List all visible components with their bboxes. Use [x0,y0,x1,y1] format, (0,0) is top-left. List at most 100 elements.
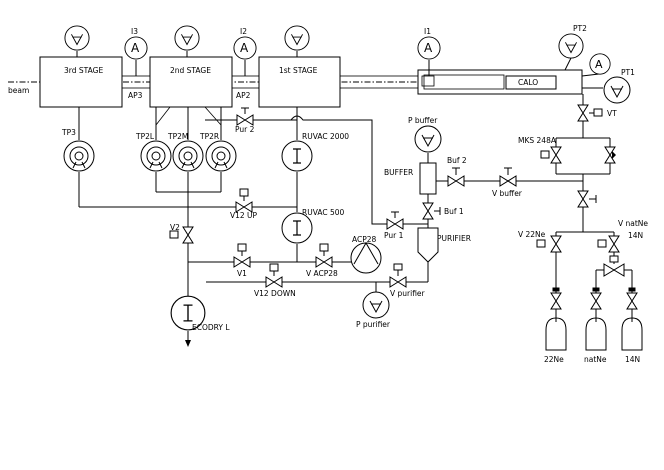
buf1-label: Buf 1 [444,207,464,216]
turbo-tp2l-icon [140,140,172,172]
pur2-label: Pur 2 [235,125,255,134]
buffer-label: BUFFER [384,168,413,177]
v22ne-actuator [536,239,546,248]
v-acp28-label: V ACP28 [306,269,338,278]
tp2-spread-left [155,106,171,126]
ruvac2000-label: RUVAC 2000 [302,132,349,141]
roots-ruvac500-icon [281,212,313,244]
purifier-label: PURIFIER [437,234,471,243]
pur1-label: Pur 1 [384,231,404,240]
ecodry-exhaust-arrow [185,340,191,347]
v22ne-label: V 22Ne [518,230,546,239]
gauge-p-buffer-icon [414,125,442,153]
v1-label: V1 [237,269,247,278]
turbo-tp3-icon [63,140,95,172]
pt1-label: PT1 [621,68,635,77]
cylinder-14n-icon [621,317,643,351]
stage-2-label: 2nd STAGE [170,66,211,75]
v2-label: V2 [170,223,180,232]
valve-v-acp28-icon[interactable] [315,256,333,268]
acp28-label: ACP28 [352,235,377,244]
ecodry-label: ECODRY L [192,323,230,332]
valve-manifold-icon[interactable] [577,190,589,208]
gauge-p-purifier-icon [362,291,390,319]
cyl-22ne-valve-cap [552,287,560,292]
acp28-pump-icon [350,242,382,274]
p-buffer-label: P buffer [408,116,438,125]
valve-pur2-icon[interactable] [236,114,254,126]
vt-label: VT [607,109,617,118]
valve-vt-icon[interactable] [577,104,589,122]
valve-buf1-icon[interactable] [422,202,434,220]
stage-1-label: 1st STAGE [279,66,318,75]
cylinder-natne-icon [585,317,607,351]
vt-actuator [593,108,603,117]
pt2-lead [564,57,572,71]
stage-2 [149,56,233,108]
i1-label: I1 [424,27,431,36]
gauge-stage2-icon [174,25,200,51]
valve-cyl-22ne-icon[interactable] [550,292,562,310]
valve-cyl-natne-icon[interactable] [590,292,602,310]
v12-up-actuator [239,188,249,197]
v1-actuator [237,243,247,252]
mks-control-valve-icon[interactable] [550,146,562,164]
stage-1 [258,56,341,108]
gauge-pt1-icon [603,76,631,104]
i3-label: I3 [131,27,138,36]
tp2l-label: TP2L [135,132,155,141]
p-purifier-label: P purifier [356,320,391,329]
vnatne-actuator [597,239,607,248]
valve-v1-icon[interactable] [233,256,251,268]
vnatne-label: V natNe [618,219,648,228]
tp2m-label: TP2M [167,132,188,141]
mks-bypass-arrow-icon [612,151,616,159]
selector-valve-icon[interactable] [603,263,625,277]
i2-label: I2 [240,27,247,36]
ammeter-target-symbol: A [595,58,603,71]
turbo-tp2r-icon [205,140,237,172]
tp2r-label: TP2R [199,132,219,141]
cyl-14n-valve-cap [628,287,636,292]
valve-pur1-icon[interactable] [386,218,404,230]
valve-v22ne-icon[interactable] [550,235,562,253]
ap1-flange [421,75,435,87]
ap2-label: AP2 [236,91,251,100]
valve-buf2-icon[interactable] [447,175,465,187]
calo-box [505,75,557,90]
target-inner-tube [423,74,505,90]
tp3-label: TP3 [61,128,76,137]
v12-down-actuator [269,263,279,272]
selector-actuator [609,255,619,263]
target-chamber [417,69,583,95]
mks-label: MKS 248A [518,136,557,145]
ruvac500-label: RUVAC 500 [302,208,345,217]
valve-cyl-14n-icon[interactable] [626,292,638,310]
valve-v12-down-icon[interactable] [265,276,283,288]
beam-label: beam [8,86,29,95]
pt2-label: PT2 [573,24,587,33]
gauge-stage1-icon [284,25,310,51]
v2-actuator [169,230,179,239]
buffer-vessel [419,162,437,195]
stage-3 [39,56,123,108]
ammeter-i1-symbol: A [424,41,433,55]
v-purifier-actuator [393,263,403,271]
gauge-stage3-icon [64,25,90,51]
ammeter-i2-symbol: A [240,41,249,55]
acp28-pump-mark [353,241,379,265]
ammeter-i3-symbol: A [131,41,140,55]
valve-v-buffer-icon[interactable] [499,175,517,187]
valve-vnatne-icon[interactable] [608,235,620,253]
roots-ruvac2000-icon [281,140,313,172]
buf2-label: Buf 2 [447,156,467,165]
v12-down-label: V12 DOWN [254,289,296,298]
cyl-natne-label: natNe [584,355,607,364]
v-acp28-actuator [319,243,329,252]
gauge-pt2-icon [558,33,584,59]
valve-v2-icon[interactable] [182,226,194,244]
valve-v-purifier-icon[interactable] [389,276,407,288]
vnatne-sublabel: 14N [628,231,643,240]
target-ammeter-lead [581,73,600,77]
cyl-14n-label: 14N [625,355,640,364]
